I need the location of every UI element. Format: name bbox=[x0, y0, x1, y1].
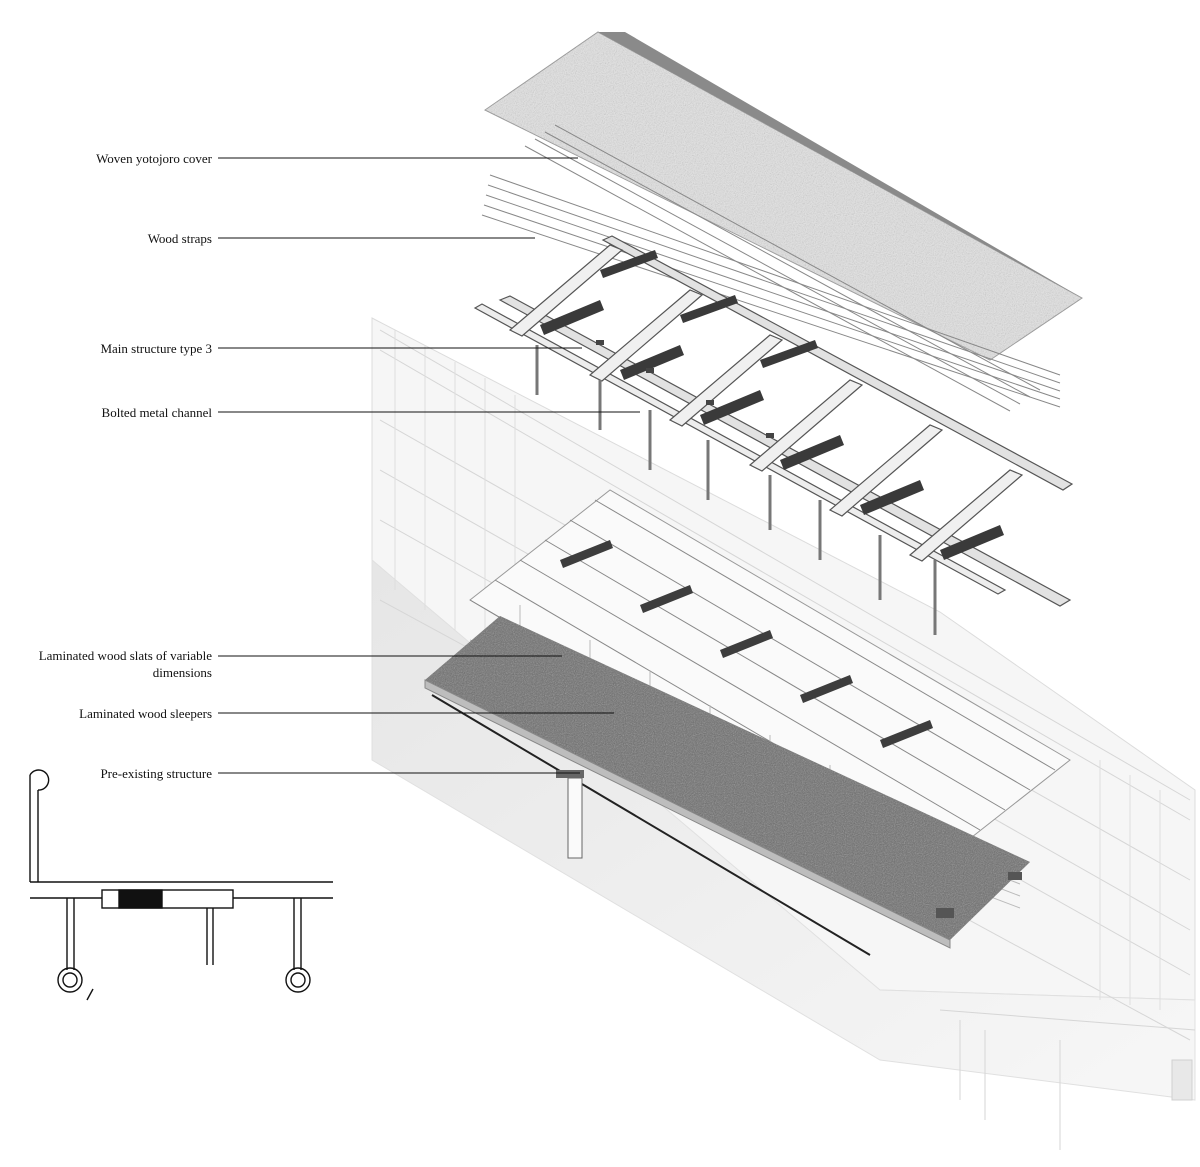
key-plan bbox=[29, 769, 333, 1001]
label-bolted-metal-channel: Bolted metal channel bbox=[101, 405, 212, 420]
leader-lines bbox=[218, 157, 640, 774]
main-structure-frames bbox=[473, 235, 1074, 635]
roof-cover bbox=[484, 31, 1083, 361]
label-laminated-wood-slats: Laminated wood slats of variable dimensi… bbox=[39, 647, 212, 681]
wood-straps bbox=[481, 124, 1061, 412]
label-laminated-wood-sleepers: Laminated wood sleepers bbox=[79, 706, 212, 721]
label-laminated-wood-slats-line1: Laminated wood slats of variable bbox=[38, 648, 212, 663]
existing-column bbox=[556, 770, 1022, 918]
floor-deck bbox=[424, 616, 1030, 956]
label-main-structure-type-3: Main structure type 3 bbox=[100, 341, 212, 356]
label-laminated-wood-slats-line2: dimensions bbox=[152, 665, 212, 680]
metal-channel bbox=[596, 340, 774, 438]
label-wood-straps: Wood straps bbox=[147, 231, 212, 246]
label-pre-existing-structure: Pre-existing structure bbox=[100, 766, 212, 781]
label-woven-yotojoro-cover: Woven yotojoro cover bbox=[96, 151, 212, 166]
